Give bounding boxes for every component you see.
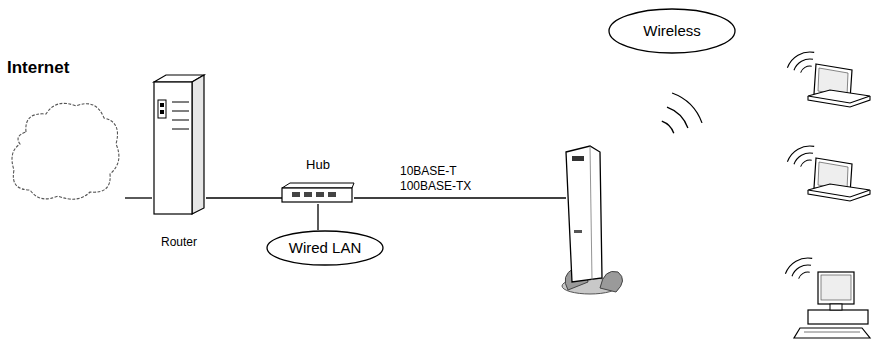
wireless-ellipse: Wireless xyxy=(608,8,736,54)
cable-type-label: 100BASE-TX xyxy=(400,179,471,193)
desktop-computer-icon xyxy=(785,258,870,338)
router-outline xyxy=(152,72,206,222)
hub-outline xyxy=(282,182,354,204)
node-label: Router xyxy=(161,236,197,250)
cloud-outline xyxy=(5,92,125,204)
node-label: Wireless xyxy=(643,22,701,39)
laptop-icon xyxy=(787,146,870,201)
network-cable xyxy=(206,197,282,198)
laptop-icon xyxy=(787,52,870,107)
access-point xyxy=(562,146,623,294)
network-cable xyxy=(317,204,318,230)
radio-waves xyxy=(662,93,702,133)
router-box: Router xyxy=(152,72,206,250)
node-label: Internet xyxy=(7,58,69,78)
hub-box: Hub xyxy=(282,158,354,204)
node-label: Wired LAN xyxy=(289,239,362,256)
cable-line xyxy=(354,197,566,198)
network-cable xyxy=(125,197,152,198)
wired-lan-ellipse: Wired LAN xyxy=(266,230,384,266)
cable-type-label: 10BASE-T xyxy=(400,164,457,178)
node-label: Hub xyxy=(306,158,330,173)
internet-cloud: Internet xyxy=(5,58,125,206)
